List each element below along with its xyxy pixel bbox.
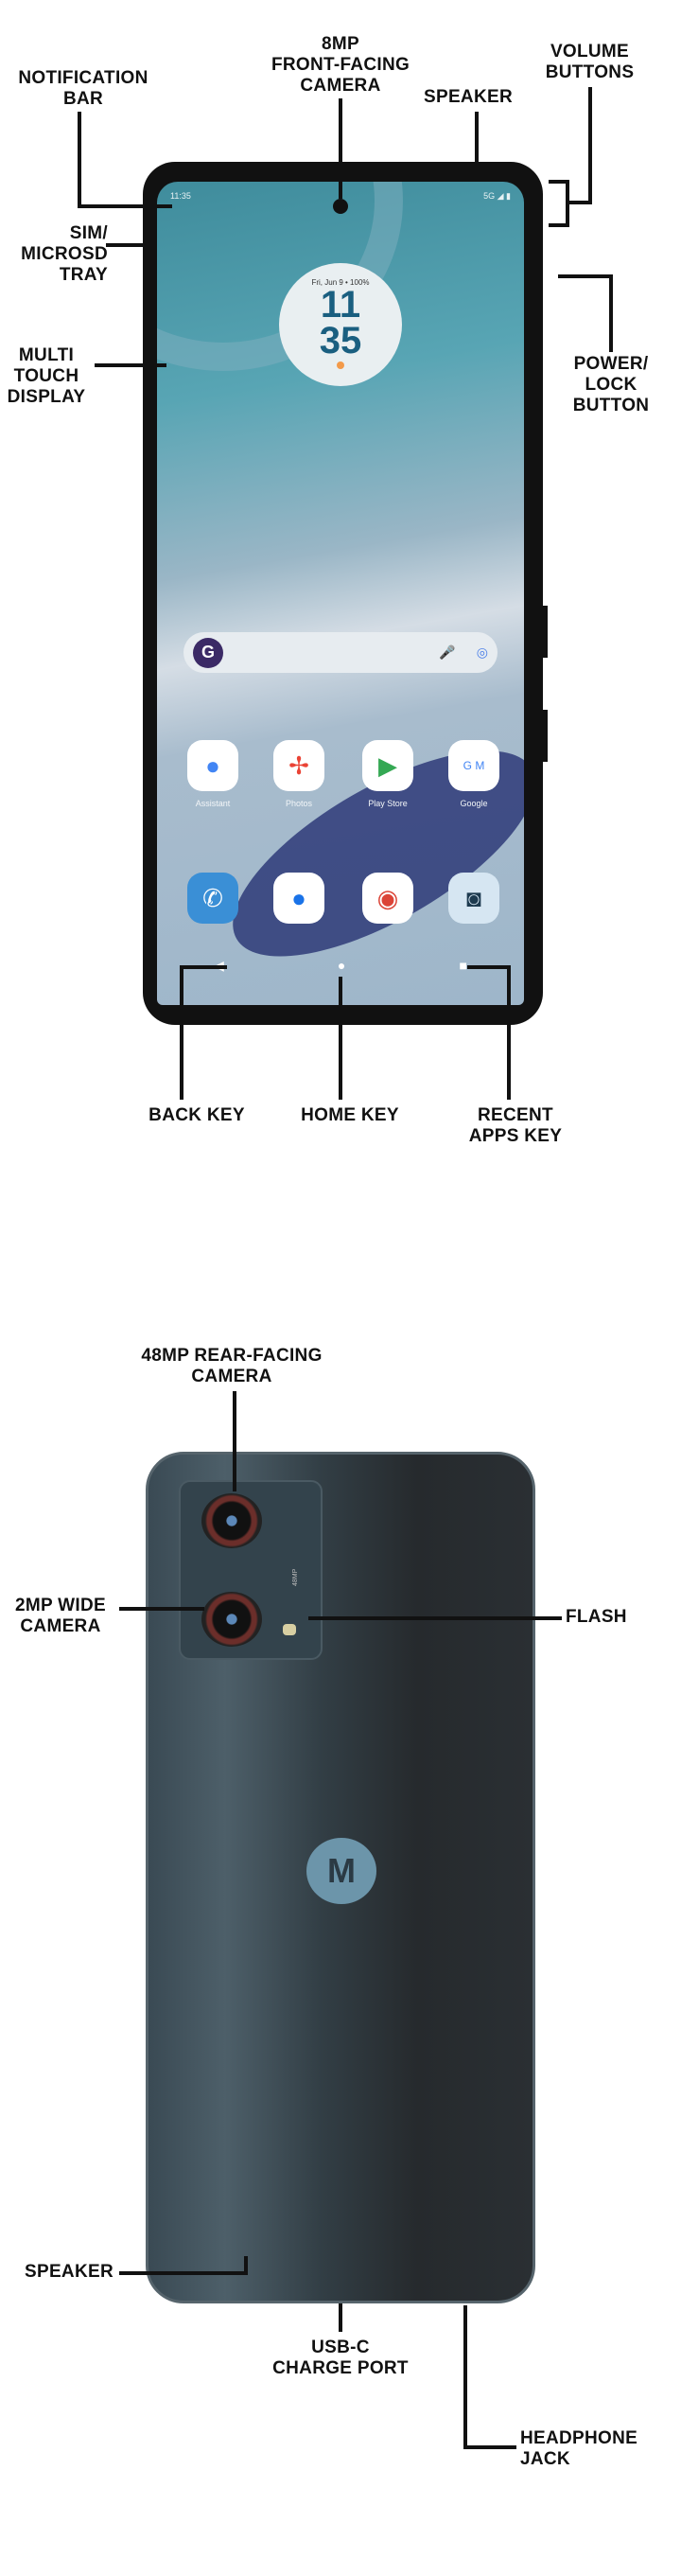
- leader-line: [339, 2303, 342, 2332]
- leader-line: [549, 180, 569, 184]
- photos-icon: ✢: [273, 740, 324, 791]
- leader-line: [106, 243, 146, 247]
- label-flash: FLASH: [566, 1607, 627, 1627]
- clock-hour: 11: [320, 284, 361, 326]
- google-search-bar[interactable]: G 🎤 ◎: [183, 632, 498, 673]
- label-wide-camera: 2MP WIDE CAMERA: [14, 1596, 106, 1636]
- volume-buttons: [543, 606, 548, 658]
- leader-line: [463, 2445, 516, 2449]
- label-speaker-bottom: SPEAKER: [25, 2262, 114, 2282]
- leader-line: [568, 201, 592, 204]
- app-assistant[interactable]: ● Assistant: [186, 740, 239, 808]
- dock-phone[interactable]: ✆: [186, 873, 239, 924]
- leader-line: [244, 2256, 248, 2275]
- label-notification-bar: NOTIFICATION BAR: [18, 68, 148, 109]
- leader-line: [475, 112, 479, 165]
- messages-icon: ●: [273, 873, 324, 924]
- clock-dot: [337, 362, 344, 369]
- leader-line: [78, 112, 81, 206]
- power-button: [543, 710, 548, 762]
- leader-line: [588, 87, 592, 203]
- leader-line: [233, 1391, 236, 1491]
- status-icons: 5G ◢ ▮: [483, 191, 511, 201]
- app-label: Photos: [285, 799, 313, 808]
- play-store-icon: ▶: [362, 740, 413, 791]
- clock-date: Fri, Jun 9 • 100%: [311, 278, 370, 287]
- dock-messages[interactable]: ●: [272, 873, 325, 924]
- app-label: Google: [460, 799, 488, 808]
- app-label: Play Store: [368, 799, 408, 808]
- label-back-key: BACK KEY: [148, 1105, 245, 1125]
- label-power-button: POWER/ LOCK BUTTON: [572, 354, 650, 415]
- app-google-folder[interactable]: G M Google: [447, 740, 500, 808]
- leader-line: [119, 1607, 204, 1611]
- leader-line: [119, 2271, 246, 2275]
- assistant-icon: ●: [187, 740, 238, 791]
- flash-icon: [283, 1624, 296, 1635]
- home-key[interactable]: ●: [337, 958, 346, 973]
- label-rear-camera: 48MP REAR-FACING CAMERA: [141, 1346, 323, 1386]
- leader-line: [339, 977, 342, 1100]
- rear-camera-lens-icon: [201, 1493, 262, 1548]
- leader-line: [180, 965, 183, 1100]
- label-usb-c: USB-C CHARGE PORT: [272, 2338, 409, 2378]
- google-logo-icon: G: [193, 637, 223, 668]
- dock-chrome[interactable]: ◉: [361, 873, 414, 924]
- clock-minute: 35: [319, 320, 362, 362]
- clock-widget[interactable]: Fri, Jun 9 • 100% 11 35: [279, 263, 402, 386]
- app-play-store[interactable]: ▶ Play Store: [361, 740, 414, 808]
- app-photos[interactable]: ✢ Photos: [272, 740, 325, 808]
- leader-line: [308, 1616, 562, 1620]
- leader-line: [95, 363, 166, 367]
- phone-icon: ✆: [187, 873, 238, 924]
- navigation-bar: ◀ ● ■: [157, 956, 524, 975]
- label-front-camera: 8MP FRONT-FACING CAMERA: [271, 34, 410, 96]
- label-home-key: HOME KEY: [301, 1105, 399, 1125]
- leader-line: [558, 274, 611, 278]
- label-sim-tray: SIM/ MICROSD TRAY: [21, 223, 108, 285]
- google-folder-icon: G M: [448, 740, 499, 791]
- status-time: 11:35: [170, 191, 191, 201]
- phone-back: 48MP M: [146, 1452, 535, 2303]
- leader-line: [609, 274, 613, 352]
- leader-line: [566, 180, 569, 225]
- front-camera-icon: [333, 199, 348, 214]
- leader-line: [180, 965, 227, 969]
- leader-line: [467, 965, 511, 969]
- label-multi-touch-display: MULTI TOUCH DISPLAY: [7, 345, 86, 407]
- label-speaker: SPEAKER: [424, 87, 513, 107]
- leader-line: [78, 204, 172, 208]
- module-text: 48MP: [292, 1568, 299, 1586]
- motorola-logo: M: [306, 1838, 376, 1904]
- lens-icon[interactable]: ◎: [476, 644, 488, 660]
- wide-camera-lens-icon: [201, 1592, 262, 1647]
- mic-icon[interactable]: 🎤: [439, 644, 456, 660]
- label-recent-apps-key: RECENT APPS KEY: [468, 1105, 563, 1146]
- chrome-icon: ◉: [362, 873, 413, 924]
- label-headphone-jack: HEADPHONE JACK: [520, 2428, 638, 2469]
- back-key[interactable]: ◀: [214, 958, 224, 974]
- leader-line: [549, 223, 569, 227]
- label-volume-buttons: VOLUME BUTTONS: [545, 42, 635, 82]
- leader-line: [339, 98, 342, 199]
- recent-apps-key[interactable]: ■: [459, 958, 467, 973]
- app-label: Assistant: [195, 799, 231, 808]
- multi-touch-display[interactable]: 11:35 5G ◢ ▮ Fri, Jun 9 • 100% 11 35 G 🎤…: [157, 182, 524, 1005]
- leader-line: [463, 2305, 467, 2447]
- camera-icon: ◙: [448, 873, 499, 924]
- notification-bar[interactable]: 11:35 5G ◢ ▮: [170, 191, 511, 202]
- leader-line: [507, 965, 511, 1100]
- camera-module: 48MP: [179, 1480, 323, 1660]
- dock-camera[interactable]: ◙: [447, 873, 500, 924]
